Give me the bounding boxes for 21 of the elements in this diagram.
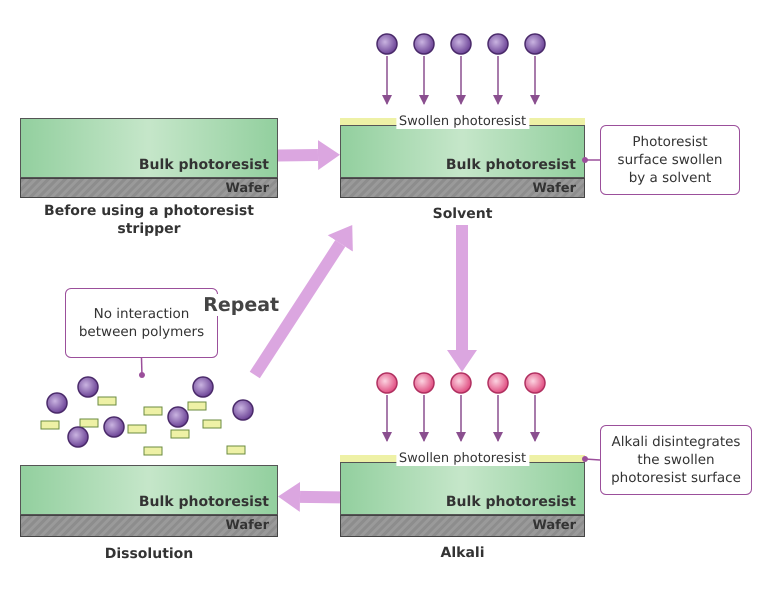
wafer-layer: Wafer <box>340 178 585 198</box>
bulk-photoresist-layer: Bulk photoresist <box>20 465 278 515</box>
leader-line <box>582 156 600 163</box>
leader-line <box>138 358 145 378</box>
bulk-photoresist-layer: Bulk photoresist <box>20 118 278 178</box>
callout-box: Alkali disintegrates the swollen photoresist surface <box>600 425 752 495</box>
wafer-layer: Wafer <box>20 515 278 537</box>
callout-box: Photoresist surface swollen by a solvent <box>600 125 740 195</box>
process-arrow <box>278 140 340 170</box>
process-arrow <box>447 225 477 372</box>
leader-line <box>582 456 600 462</box>
process-arrow <box>278 482 340 512</box>
stage-caption: Before using a photoresist stripper <box>43 202 255 238</box>
stage-caption: Solvent <box>432 205 494 223</box>
wafer-layer: Wafer <box>20 178 278 198</box>
swollen-photoresist-layer: Swollen photoresist <box>340 452 585 466</box>
process-arrow <box>250 225 353 378</box>
stage-caption: Alkali <box>440 544 486 562</box>
wafer-layer: Wafer <box>340 515 585 537</box>
stage-caption: Dissolution <box>104 545 194 563</box>
swollen-photoresist-layer: Swollen photoresist <box>340 115 585 129</box>
